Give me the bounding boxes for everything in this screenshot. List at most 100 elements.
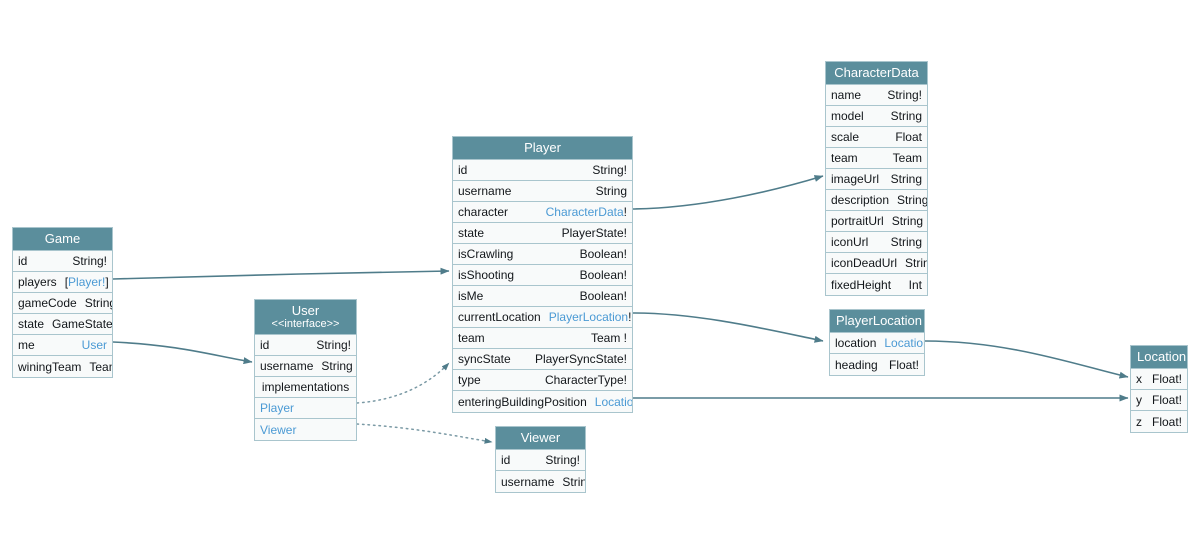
entity-player-title: Player: [453, 137, 632, 160]
table-row[interactable]: isMe Boolean!: [453, 286, 632, 307]
field-type: String: [890, 172, 922, 186]
field-name: location: [835, 336, 877, 350]
entity-location-title: Location: [1131, 346, 1187, 369]
entity-player[interactable]: Player id String! username String charac…: [452, 136, 633, 413]
type-link[interactable]: Location: [884, 336, 924, 350]
table-row[interactable]: gameCode String!: [13, 293, 112, 314]
entity-playerlocation[interactable]: PlayerLocation location Location! headin…: [829, 309, 925, 376]
field-type: String!: [887, 88, 922, 102]
field-type: Team !: [590, 331, 627, 345]
field-type: String: [595, 184, 627, 198]
edge-user-implements-player: [356, 362, 450, 404]
field-name: portraitUrl: [831, 214, 884, 228]
field-name: syncState: [458, 352, 511, 366]
field-type: Boolean!: [579, 289, 627, 303]
implementation-player[interactable]: Player: [255, 398, 356, 419]
edge-game-players-to-player: [112, 267, 450, 280]
table-row[interactable]: winingTeam Team: [13, 356, 112, 377]
table-row[interactable]: isShooting Boolean!: [453, 265, 632, 286]
table-row[interactable]: heading Float!: [830, 354, 924, 375]
field-type: Float: [895, 130, 922, 144]
table-row[interactable]: id String!: [496, 450, 585, 471]
entity-game-title: Game: [13, 228, 112, 251]
field-type: PlayerLocation!: [549, 310, 632, 324]
table-row[interactable]: imageUrl String: [826, 169, 927, 190]
table-row[interactable]: y Float!: [1131, 390, 1187, 411]
table-row[interactable]: location Location!: [830, 333, 924, 354]
field-name: id: [501, 453, 511, 467]
table-row[interactable]: fixedHeight Int: [826, 274, 927, 295]
type-suffix: !: [628, 310, 632, 324]
table-row[interactable]: scale Float: [826, 127, 927, 148]
entity-viewer[interactable]: Viewer id String! username String: [495, 426, 586, 493]
table-row[interactable]: model String: [826, 106, 927, 127]
field-name: z: [1136, 414, 1142, 429]
edge-player-currentlocation-to-playerlocation: [632, 312, 824, 343]
table-row[interactable]: name String!: [826, 85, 927, 106]
entity-user-name: User: [291, 303, 320, 318]
table-row[interactable]: id String!: [13, 251, 112, 272]
field-type: Float!: [1151, 414, 1182, 429]
table-row[interactable]: syncState PlayerSyncState!: [453, 349, 632, 370]
table-row[interactable]: state GameState!: [13, 314, 112, 335]
field-name: id: [18, 254, 28, 268]
table-row[interactable]: x Float!: [1131, 369, 1187, 390]
type-link[interactable]: PlayerLocation: [548, 310, 629, 324]
field-name: isCrawling: [458, 247, 514, 261]
table-row[interactable]: team Team !: [453, 328, 632, 349]
table-row[interactable]: username String: [255, 356, 356, 377]
field-name: state: [458, 226, 485, 240]
field-type: PlayerState!: [561, 226, 627, 240]
field-type: Boolean!: [579, 247, 627, 261]
field-name: enteringBuildingPosition: [458, 394, 587, 409]
table-row[interactable]: me User: [13, 335, 112, 356]
type-link[interactable]: Location: [594, 394, 632, 409]
table-row[interactable]: z Float!: [1131, 411, 1187, 432]
table-row[interactable]: players [Player!]: [13, 272, 112, 293]
implementation-name[interactable]: Player: [260, 401, 295, 415]
table-row[interactable]: state PlayerState!: [453, 223, 632, 244]
table-row[interactable]: isCrawling Boolean!: [453, 244, 632, 265]
field-name: scale: [831, 130, 860, 144]
table-row[interactable]: id String!: [255, 335, 356, 356]
field-type: String: [562, 474, 585, 489]
table-row[interactable]: iconUrl String: [826, 232, 927, 253]
table-row[interactable]: character CharacterData!: [453, 202, 632, 223]
type-link[interactable]: User: [81, 338, 107, 352]
type-link[interactable]: CharacterData: [545, 205, 624, 219]
field-type: String: [890, 109, 922, 123]
entity-characterdata-title: CharacterData: [826, 62, 927, 85]
field-name: id: [260, 338, 270, 352]
entity-characterdata[interactable]: CharacterData name String! model String …: [825, 61, 928, 296]
table-row[interactable]: portraitUrl String: [826, 211, 927, 232]
table-row[interactable]: id String!: [453, 160, 632, 181]
table-row[interactable]: enteringBuildingPosition Location: [453, 391, 632, 412]
field-name: name: [831, 88, 862, 102]
implementation-viewer[interactable]: Viewer: [255, 419, 356, 440]
table-row[interactable]: username String: [496, 471, 585, 492]
field-type: String: [891, 214, 924, 228]
field-name: username: [458, 184, 512, 198]
implementations-label: implementations: [261, 380, 350, 394]
table-row[interactable]: description String: [826, 190, 927, 211]
field-name: id: [458, 163, 468, 177]
entity-viewer-title: Viewer: [496, 427, 585, 450]
table-row[interactable]: team Team: [826, 148, 927, 169]
table-row[interactable]: currentLocation PlayerLocation!: [453, 307, 632, 328]
field-name: isShooting: [458, 268, 515, 282]
table-row[interactable]: username String: [453, 181, 632, 202]
entity-user[interactable]: User <<interface>> id String! username S…: [254, 299, 357, 441]
table-row[interactable]: iconDeadUrl String: [826, 253, 927, 274]
table-row[interactable]: type CharacterType!: [453, 370, 632, 391]
field-name: description: [831, 193, 890, 207]
field-type: Team: [89, 359, 112, 374]
type-link[interactable]: Player!: [68, 275, 106, 289]
entity-location[interactable]: Location x Float! y Float! z Float!: [1130, 345, 1188, 433]
field-name: winingTeam: [18, 359, 82, 374]
field-name: iconUrl: [831, 235, 869, 249]
field-name: players: [18, 275, 57, 289]
entity-game[interactable]: Game id String! players [Player!] gameCo…: [12, 227, 113, 378]
implementation-name[interactable]: Viewer: [260, 422, 297, 437]
field-type: User: [82, 338, 107, 352]
